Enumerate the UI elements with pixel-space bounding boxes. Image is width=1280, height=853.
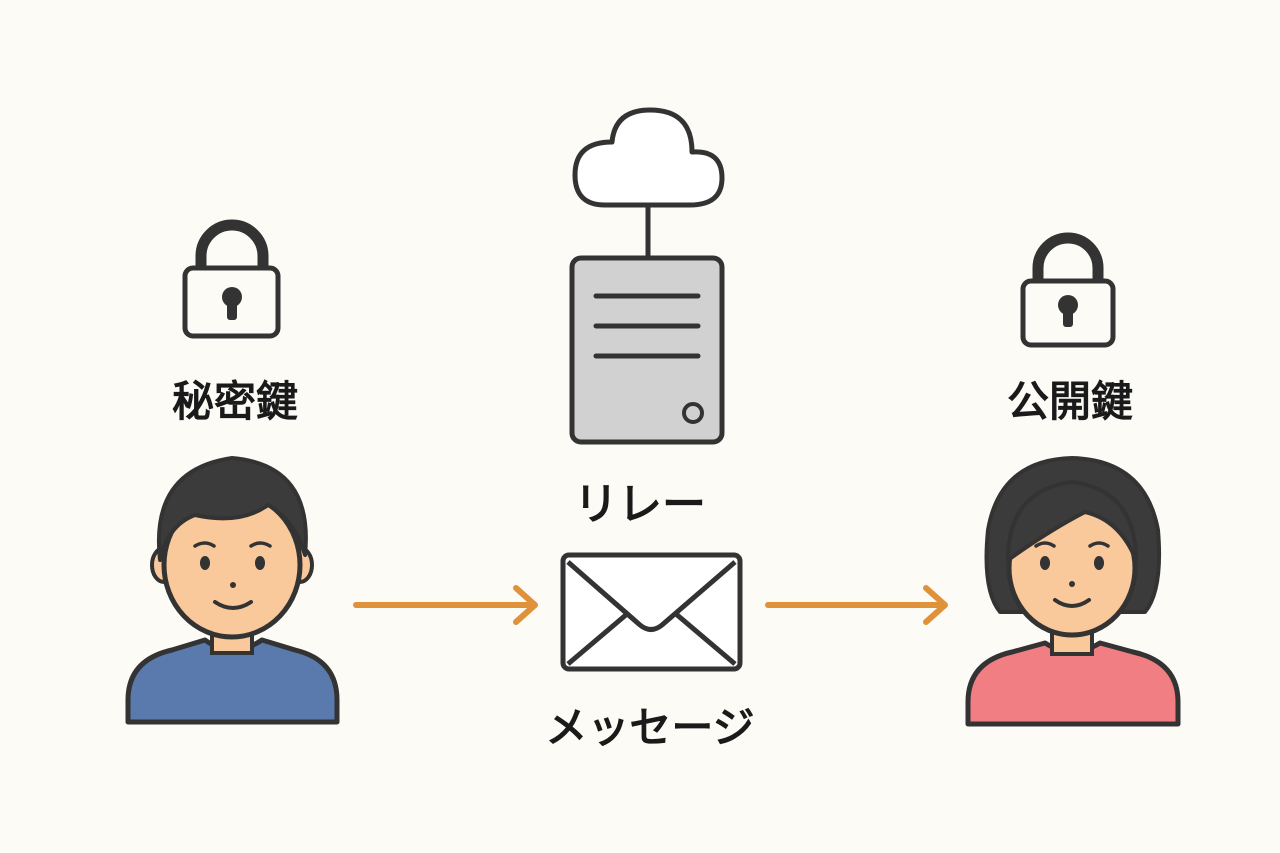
- arrow-icon: [765, 585, 948, 625]
- private-key-label: 秘密鍵: [171, 377, 298, 426]
- relay-label: リレー: [574, 479, 706, 530]
- server-icon: [569, 255, 725, 445]
- receiver-person-icon: [965, 456, 1181, 727]
- arrow-icon: [353, 585, 538, 625]
- public-lock-icon: [1020, 232, 1116, 348]
- envelope-icon: [560, 552, 743, 672]
- sender-person-icon: [125, 456, 340, 725]
- message-label: メッセージ: [545, 703, 755, 752]
- cloud-icon: [572, 107, 725, 208]
- public-key-label: 公開鍵: [1006, 377, 1133, 426]
- private-lock-icon: [182, 219, 281, 339]
